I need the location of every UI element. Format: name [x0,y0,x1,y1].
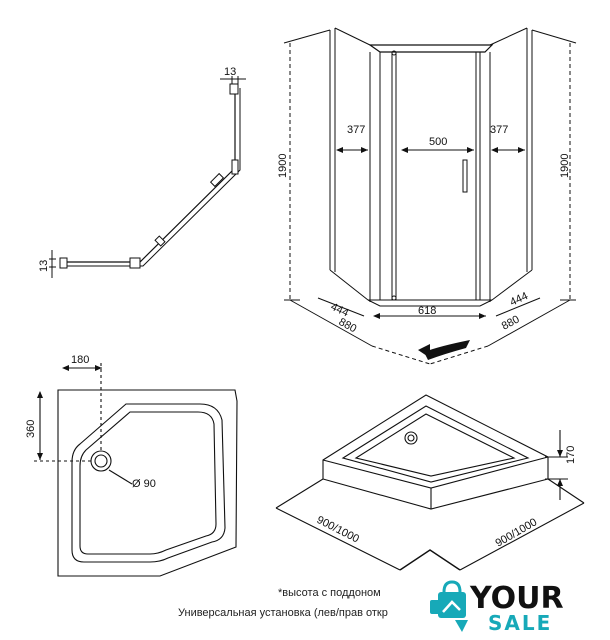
tray-size-left-label: 900/1000 [315,514,361,546]
cabin-depth-right-label: 444 [508,290,530,309]
yoursale-logo: YOUR SALE [430,580,564,635]
tray-plan-view [34,363,238,577]
cabin-overall-right-label: 880 [500,313,522,332]
profile-top-dim-label: 13 [224,66,236,78]
cabin-side-left-label: 377 [347,124,365,136]
cabin-overall-left-label: 880 [337,316,359,335]
tray-drain-offset-y-label: 360 [25,420,37,438]
shopping-bag-icon [430,580,468,632]
logo-sale-text: SALE [488,611,552,635]
profile-left-dim-label: 13 [38,260,50,272]
tray-size-right-label: 900/1000 [494,516,540,549]
cabin-depth-left-label: 444 [329,301,351,320]
cabin-view [283,27,577,365]
tray-drain-offset-x-label: 180 [71,354,89,366]
note-universal-install: Универсальная установка (лев/прав откр [178,607,388,619]
tray-drain-diameter-label: Ø 90 [132,478,156,490]
logo-your-text: YOUR [469,581,564,616]
profile-view [49,76,246,278]
cabin-height-left-label: 1900 [277,154,289,178]
door-opening-arrow [418,340,470,360]
cabin-side-right-label: 377 [490,124,508,136]
cabin-front-width-label: 618 [418,305,436,317]
cabin-height-right-label: 1900 [559,154,571,178]
tray-iso-view [275,394,585,571]
tray-height-label: 170 [565,446,577,464]
note-height-with-tray: *высота с поддоном [278,587,381,599]
cabin-door-width-label: 500 [429,136,447,148]
